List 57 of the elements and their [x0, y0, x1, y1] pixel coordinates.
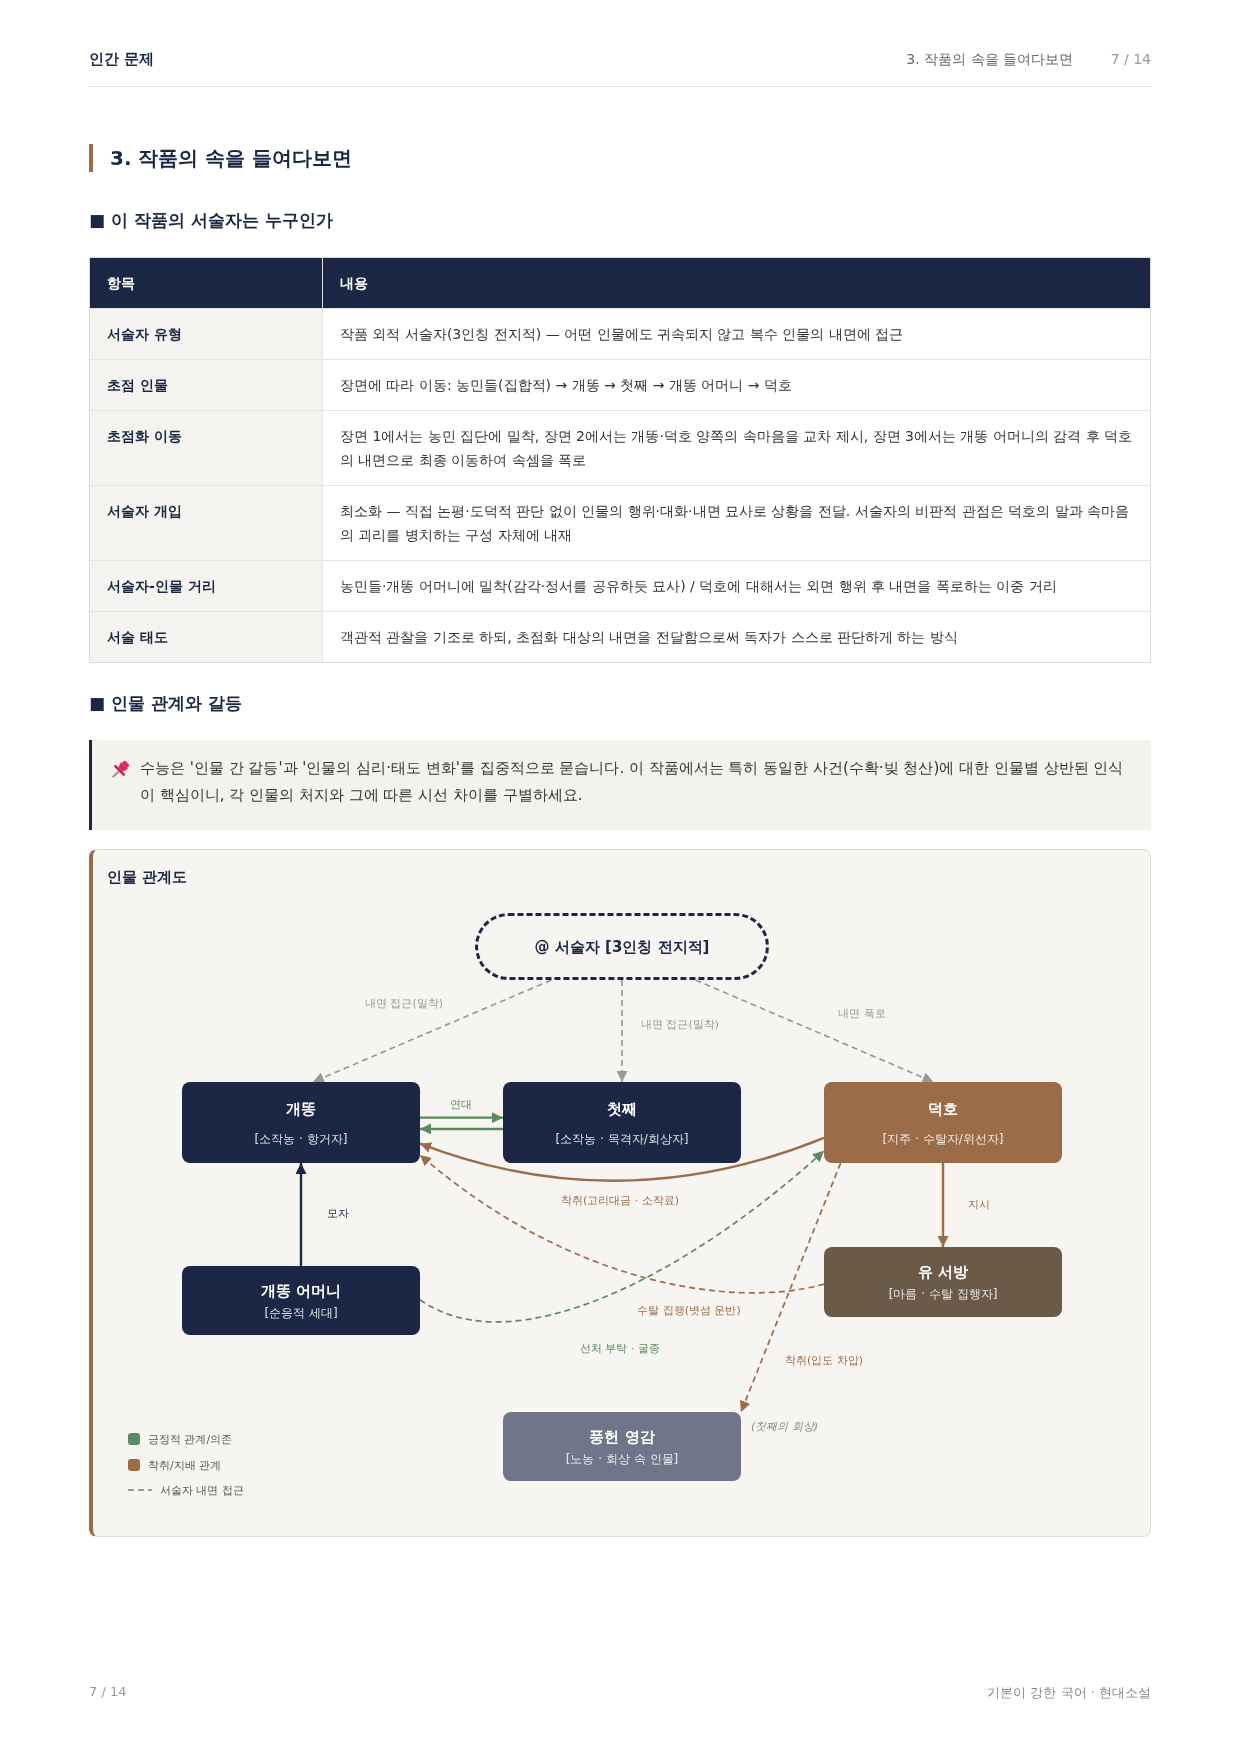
arrow [419, 1136, 825, 1182]
person-box [824, 1247, 1062, 1317]
dashed-arrow [419, 1154, 825, 1294]
panel-title: 인물 관계도 [107, 868, 188, 887]
dashed-arrow [616, 979, 628, 1083]
dashed-arrow [312, 979, 553, 1083]
person-role: [소작농 · 항거자] [254, 1130, 348, 1147]
row-label-cell: 서술자-인물 거리 [90, 561, 323, 612]
header-title: 인간 문제 [89, 50, 155, 69]
footer-text: 기본이 강한 국어 · 현대소설 [987, 1684, 1151, 1702]
person-box [503, 1412, 741, 1481]
person-role: [순응적 세대] [264, 1304, 338, 1321]
edge-label: 내면 폭로 [835, 1007, 889, 1021]
page-number: 7 / 14 [1110, 51, 1151, 67]
person-role: [지주 · 수탈자/위선자] [882, 1130, 1004, 1147]
node-caption: (첫째의 회상) [751, 1418, 819, 1434]
legend-label: 긍정적 관계/의존 [148, 1431, 233, 1447]
person-name: 개똥 어머니 [260, 1280, 342, 1301]
header-section: 3. 작품의 속을 들여다보면 [906, 51, 1073, 69]
legend-label: 착취/지배 관계 [148, 1457, 222, 1472]
row-label-cell: 서술자 개입 [90, 486, 323, 561]
callout-text: 수능은 '인물 간 갈등'과 '인물의 심리·태도 변화'를 집중적으로 묻습니다. 이 작품에서는 특히 동일한 사건(수확·빚 청산)에 대한 인물별 상반된 인식이 핵심이니, 각 인물의 처지와 그에 따른 시선 차이를 구별하세요. [140, 758, 1125, 806]
table-header-cell: 내용 [323, 258, 1150, 309]
legend-label: 서술자 내면 접근 [160, 1482, 244, 1498]
arrow [420, 1112, 503, 1124]
edge-label: 모자 [324, 1207, 352, 1221]
person-box [503, 1082, 741, 1163]
dashed-arrow [740, 1162, 842, 1413]
arrow [420, 1123, 503, 1135]
arrow [937, 1163, 949, 1247]
person-name: 첫째 [607, 1098, 637, 1119]
page-number: 7 / 14 [89, 1684, 127, 1699]
diagram-panel [89, 849, 1151, 1537]
section-heading: 3. 작품의 속을 들여다보면 [89, 144, 353, 172]
dashed-arrow [694, 979, 935, 1083]
table-header-cell: 항목 [90, 258, 323, 309]
person-role: [마름 · 수탈 집행자] [888, 1286, 998, 1302]
subsection-heading: ■ 이 작품의 서술자는 누구인가 [89, 209, 333, 232]
row-label-cell: 서술 태도 [90, 612, 323, 662]
subsection-heading: ■ 인물 관계와 갈등 [89, 692, 242, 715]
person-name: 유 서방 [917, 1262, 969, 1282]
person-box [182, 1082, 420, 1163]
row-label-cell: 초점화 이동 [90, 411, 323, 486]
person-box [824, 1082, 1062, 1163]
arrow [295, 1163, 307, 1266]
person-name: 풍헌 영감 [589, 1426, 655, 1447]
person-box [182, 1266, 420, 1335]
person-name: 개똥 [286, 1098, 316, 1119]
person-name: 덕호 [928, 1098, 958, 1119]
row-label-cell: 서술자 유형 [90, 309, 323, 360]
person-role: [소작농 · 목격자/회상자] [555, 1130, 689, 1147]
narrator-box [475, 913, 769, 980]
dashed-arrow [419, 1150, 825, 1323]
edge-label: 선처 부탁 · 굴종 [577, 1342, 663, 1356]
row-label-cell: 초점 인물 [90, 360, 323, 411]
narrator-label: @ 서술자 [3인칭 전지적] [534, 936, 710, 957]
person-role: [노농 · 회상 속 인물] [565, 1450, 679, 1467]
